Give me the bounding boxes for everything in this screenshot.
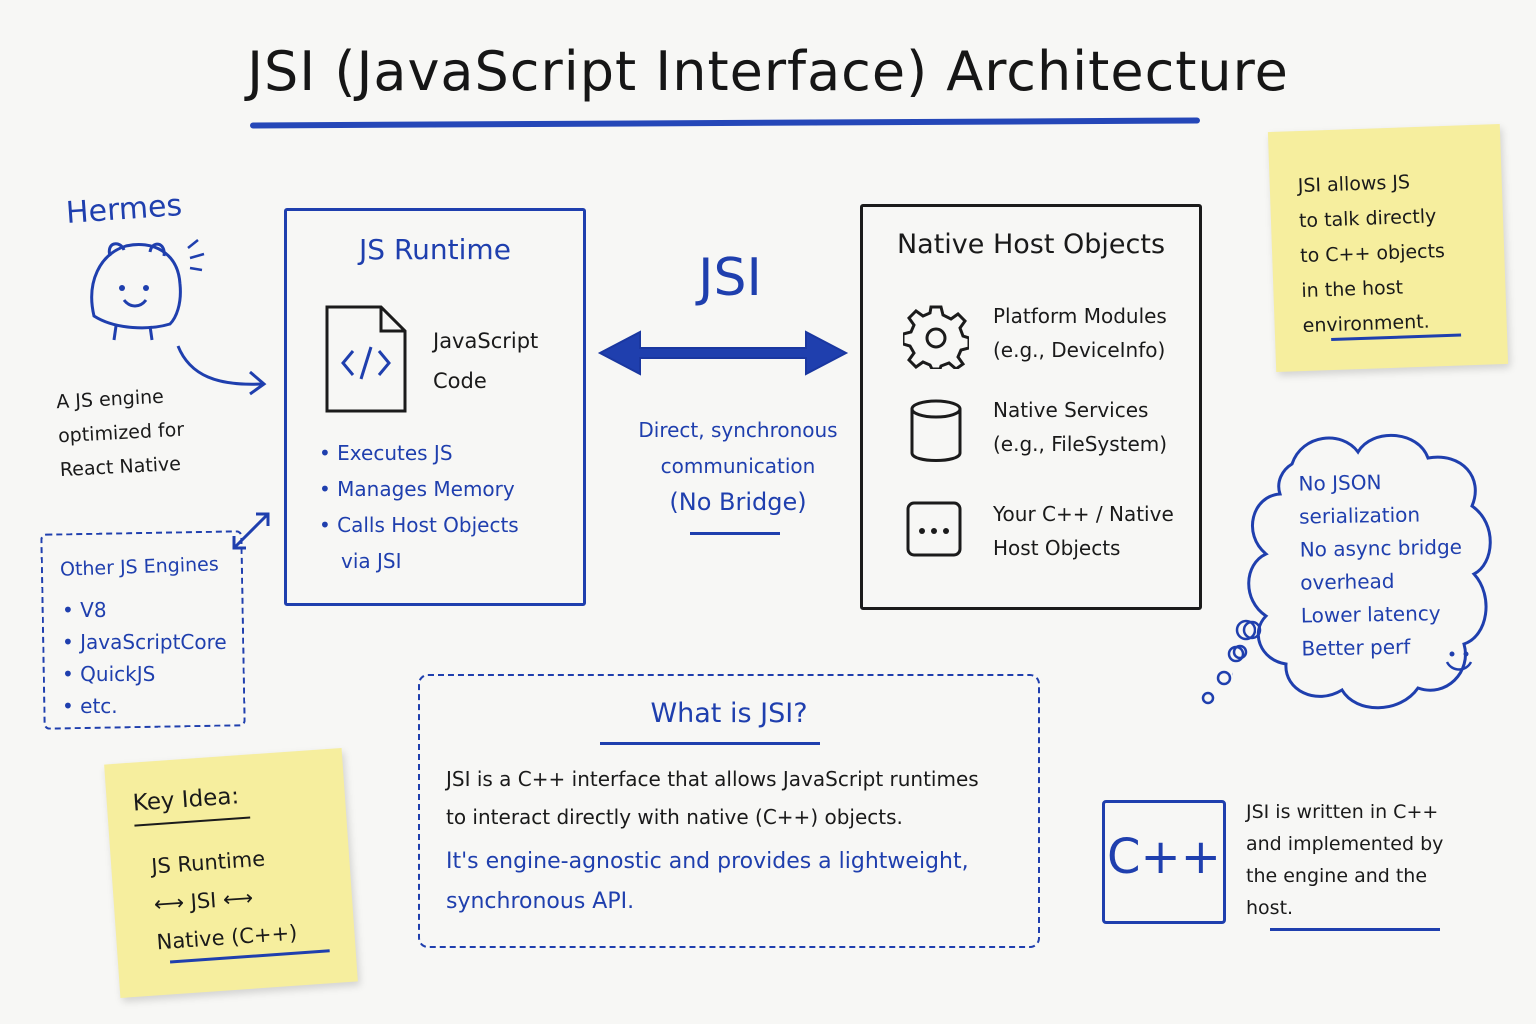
paragraph-line: JSI is a C++ interface that allows JavaS… [446,767,979,791]
what-is-jsi-underline [600,742,820,745]
cpp-logo-box: C++ [1102,800,1226,924]
hermes-to-runtime-arrow-icon [176,345,267,396]
hermes-description: A JS engine optimized for React Native [55,375,260,487]
native-host-objects-box: Native Host Objects Platform Modules (e.… [860,204,1202,610]
sticky-note-text: JSI allows JS to talk directly to C++ ob… [1297,162,1493,344]
native-item-text: Your C++ / Native Host Objects [993,497,1203,565]
other-js-engines-list: V8 JavaScriptCore QuickJS etc. [62,594,227,722]
list-item: JavaScriptCore [62,626,227,658]
bidirectional-arrow-icon [597,330,849,376]
gear-icon [903,305,969,369]
native-item-text: Native Services (e.g., FileSystem) [993,393,1203,461]
cpp-desc-line: host. [1246,897,1294,919]
cloud-line: No async bridge [1299,534,1463,562]
what-is-jsi-paragraph-2: It's engine-agnostic and provides a ligh… [446,842,1026,922]
native-item-cpp-host-objects: Your C++ / Native Host Objects [903,497,1193,567]
native-item-line: Your C++ / Native [993,502,1174,526]
list-item: etc. [62,690,227,722]
native-item-line: (e.g., DeviceInfo) [993,338,1166,362]
double-arrow-icon [232,512,270,550]
cpp-description: JSI is written in C++ and implemented by… [1246,796,1466,924]
js-runtime-bullets: Executes JS Manages Memory Calls Host Ob… [319,435,579,579]
list-item: Calls Host Objects [319,507,579,543]
native-item-platform-modules: Platform Modules (e.g., DeviceInfo) [903,299,1193,369]
code-label-line: Code [433,369,487,393]
cloud-line: serialization [1298,502,1421,529]
key-idea-title: Key Idea: [132,783,240,817]
page-title: JSI (JavaScript Interface) Architecture [247,40,1289,103]
native-item-text: Platform Modules (e.g., DeviceInfo) [993,299,1203,367]
key-idea-underline [134,816,251,827]
list-item-continuation: via JSI [341,549,402,573]
js-runtime-box: JS Runtime JavaScript Code Executes JS M… [284,208,586,606]
cloud-line: No JSON [1298,470,1382,496]
smiley-icon [1445,651,1473,671]
thought-bubbles-icon [1201,619,1256,705]
cpp-logo-label: C++ [1107,829,1221,885]
list-item: V8 [62,594,227,626]
database-icon [910,399,962,462]
no-bridge-underline [690,532,780,535]
native-item-line: (e.g., FileSystem) [993,432,1168,456]
javascript-code-label: JavaScript Code [433,321,573,401]
code-label-line: JavaScript [433,329,539,353]
what-is-jsi-paragraph-1: JSI is a C++ interface that allows JavaS… [446,760,1026,836]
native-item-line: Platform Modules [993,304,1167,328]
cpp-desc-line: the engine and the [1246,865,1428,887]
cpp-desc-line: and implemented by [1246,833,1444,855]
sticky-note-key-idea: Key Idea: JS Runtime ⟷ JSI ⟷ Native (C++… [104,747,358,999]
bridge-desc-line: Direct, synchronous [638,418,838,442]
title-underline [249,117,1201,129]
cpp-desc-line: JSI is written in C++ [1246,801,1439,823]
hermes-label: Hermes [64,187,184,232]
list-item: Manages Memory [319,471,579,507]
js-runtime-title: JS Runtime [359,233,511,266]
list-item: QuickJS [62,658,227,690]
hermes-mascot-icon [90,239,205,341]
ellipsis-icon [906,501,962,557]
key-idea-body: JS Runtime ⟷ JSI ⟷ Native (C++) [150,835,338,961]
native-item-line: Native Services [993,398,1149,422]
what-is-jsi-title: What is JSI? [650,698,808,729]
sticky-note-jsi-allows: JSI allows JS to talk directly to C++ ob… [1267,124,1509,372]
cloud-line: overhead [1300,568,1395,595]
bridge-description: Direct, synchronous communication (No Br… [628,412,848,520]
thought-cloud-text: No JSON serialization No async bridge ov… [1298,464,1481,665]
native-item-native-services: Native Services (e.g., FileSystem) [903,393,1193,463]
paragraph-line: to interact directly with native (C++) o… [446,805,903,829]
bridge-desc-line: communication [660,454,816,478]
native-host-objects-title: Native Host Objects [896,229,1166,260]
paragraph-line: synchronous API. [446,889,635,914]
paragraph-line: It's engine-agnostic and provides a ligh… [446,849,969,874]
what-is-jsi-box: What is JSI? JSI is a C++ interface that… [418,674,1040,948]
native-item-line: Host Objects [993,536,1121,560]
cloud-line: Lower latency [1300,601,1441,628]
cpp-underline [1270,928,1440,931]
list-item: Executes JS [319,435,579,471]
no-bridge-label: (No Bridge) [669,488,807,516]
code-file-icon [325,305,407,413]
jsi-label: JSI [698,248,762,308]
